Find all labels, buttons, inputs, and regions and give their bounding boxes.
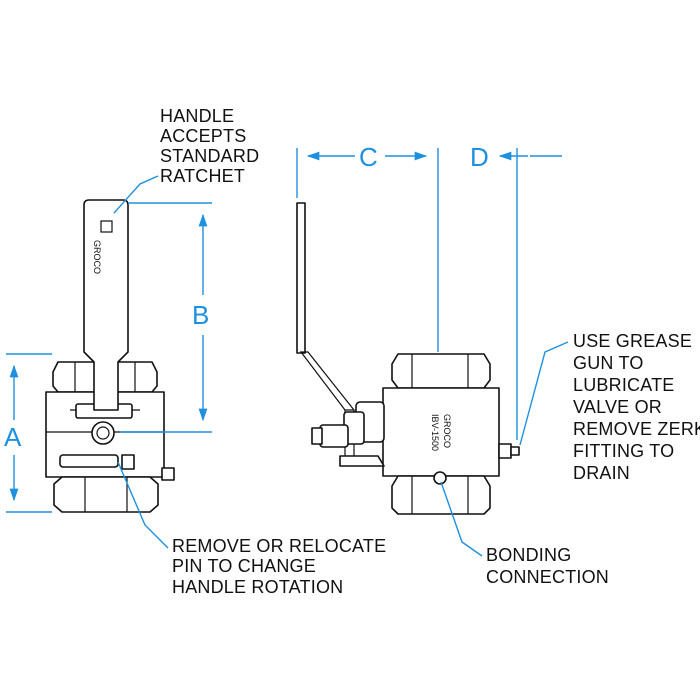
side-upper-hex-nut [391, 353, 491, 389]
dimension-b [120, 202, 212, 433]
callout-grease-gun-line: DRAIN [573, 463, 630, 483]
zerk-fitting-icon [498, 443, 512, 459]
side-valve-body [382, 387, 500, 477]
callout-remove-pin-line: HANDLE ROTATION [172, 577, 343, 597]
grease-gun-leader [519, 341, 569, 446]
side-brand-marking: GROCO [442, 414, 452, 448]
callout-remove-pin-line: PIN TO CHANGE [172, 556, 316, 576]
callout-grease-gun-line: VALVE OR [573, 397, 662, 417]
callout-handle-ratchet-line: ACCEPTS [160, 126, 246, 146]
remove-pin-leader [117, 461, 169, 549]
callout-handle-ratchet: HANDLE ACCEPTS STANDARD RATCHET [160, 106, 259, 186]
front-lower-hex-nut [53, 476, 159, 513]
side-model-marking: IBV-1500 [430, 414, 440, 451]
front-brand-marking: GROCO [92, 240, 102, 274]
handle-pin [59, 454, 119, 468]
bonding-leader [440, 481, 483, 557]
callout-grease-gun-line: REMOVE ZERK [573, 419, 700, 439]
callout-remove-pin-line: REMOVE OR RELOCATE [172, 536, 386, 556]
callout-bonding: BONDING CONNECTION [486, 545, 609, 587]
callout-grease-gun-line: LUBRICATE [573, 375, 675, 395]
dimension-c-label: C [359, 142, 378, 172]
dimension-d [498, 148, 562, 440]
callout-grease-gun-line: USE GREASE [573, 331, 692, 351]
side-handle-rod [296, 202, 306, 354]
callout-grease-gun: USE GREASE GUN TO LUBRICATE VALVE OR REM… [573, 331, 700, 483]
side-lower-hex-nut [391, 475, 491, 515]
callout-handle-ratchet-line: STANDARD [160, 146, 259, 166]
callout-grease-gun-line: GUN TO [573, 353, 644, 373]
callout-bonding-line: CONNECTION [486, 567, 609, 587]
dimension-a-label: A [4, 422, 22, 452]
dimension-c [296, 148, 439, 352]
handle-ratchet-leader [113, 175, 159, 214]
dimension-b-label: B [192, 300, 209, 330]
callout-grease-gun-line: FITTING TO [573, 441, 674, 461]
callout-remove-pin: REMOVE OR RELOCATE PIN TO CHANGE HANDLE … [172, 536, 386, 597]
front-view-valve [45, 199, 175, 513]
dimension-a [6, 353, 52, 513]
bonding-hole-icon [433, 471, 447, 485]
callout-bonding-line: BONDING [486, 545, 571, 565]
dimension-d-label: D [470, 142, 489, 172]
side-view-valve [296, 202, 520, 515]
ratchet-square-icon [100, 220, 113, 233]
callout-handle-ratchet-line: RATCHET [160, 166, 245, 186]
callout-handle-ratchet-line: HANDLE [160, 106, 234, 126]
